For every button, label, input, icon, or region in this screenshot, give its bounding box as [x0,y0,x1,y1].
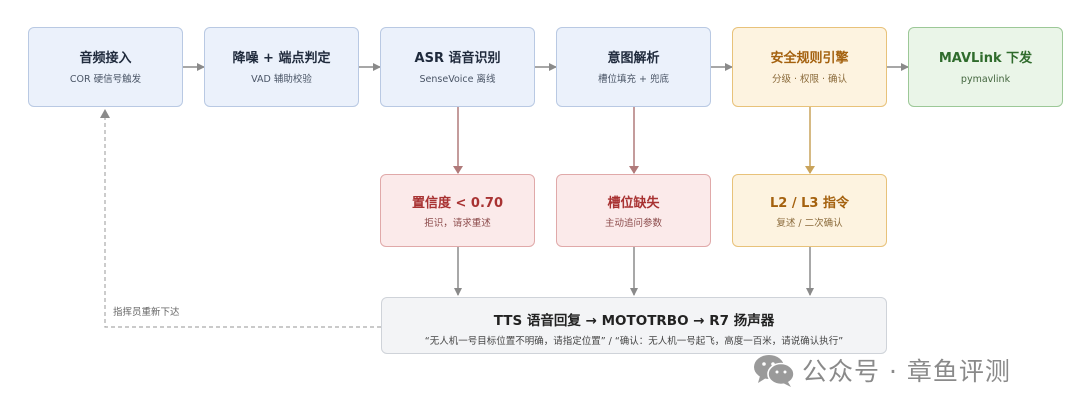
node-low-confidence-subtitle: 拒识，请求重述 [424,218,491,229]
node-low-confidence: 置信度 < 0.70 拒识，请求重述 [380,174,535,247]
node-missing-slot-title: 槽位缺失 [607,196,660,211]
node-level-command-title: L2 / L3 指令 [770,196,849,211]
node-tts-reply-title: TTS 语音回复 → MOTOTRBO → R7 扬声器 [493,313,775,329]
node-intent: 意图解析 槽位填充 + 兜底 [556,27,711,107]
node-level-command: L2 / L3 指令 复述 / 二次确认 [732,174,887,247]
node-safety-engine-title: 安全规则引擎 [770,51,849,66]
loop-label: 指挥员重新下达 [113,307,180,318]
node-safety-engine: 安全规则引擎 分级 · 权限 · 确认 [732,27,887,107]
node-asr-subtitle: SenseVoice 离线 [419,74,496,85]
node-missing-slot-subtitle: 主动追问参数 [604,218,662,229]
node-asr-title: ASR 语音识别 [414,51,501,66]
node-mavlink: MAVLink 下发 pymavlink [908,27,1063,107]
node-tts-reply-subtitle: “无人机一号目标位置不明确，请指定位置” / “确认：无人机一号起飞，高度一百米… [424,336,844,347]
node-tts-reply: TTS 语音回复 → MOTOTRBO → R7 扬声器 “无人机一号目标位置不… [381,297,887,354]
watermark-text: 公众号 · 章鱼评测 [802,357,1011,386]
node-low-confidence-title: 置信度 < 0.70 [411,196,504,211]
node-denoise-subtitle: VAD 辅助校验 [251,74,312,85]
node-denoise: 降噪 + 端点判定 VAD 辅助校验 [204,27,359,107]
node-mavlink-subtitle: pymavlink [960,74,1011,85]
node-missing-slot: 槽位缺失 主动追问参数 [556,174,711,247]
node-intent-subtitle: 槽位填充 + 兜底 [598,74,669,85]
node-safety-engine-subtitle: 分级 · 权限 · 确认 [771,74,848,85]
node-denoise-title: 降噪 + 端点判定 [232,51,331,66]
wechat-icon [754,355,795,387]
node-audio-input-title: 音频接入 [79,51,132,66]
node-intent-title: 意图解析 [607,51,660,66]
node-mavlink-title: MAVLink 下发 [938,51,1033,66]
watermark: 公众号 · 章鱼评测 [752,350,1011,390]
feedback-loop-dashed [104,114,381,328]
node-audio-input-subtitle: COR 硬信号触发 [69,74,142,85]
node-audio-input: 音频接入 COR 硬信号触发 [28,27,183,107]
node-level-command-subtitle: 复述 / 二次确认 [776,218,843,229]
node-asr: ASR 语音识别 SenseVoice 离线 [380,27,535,107]
